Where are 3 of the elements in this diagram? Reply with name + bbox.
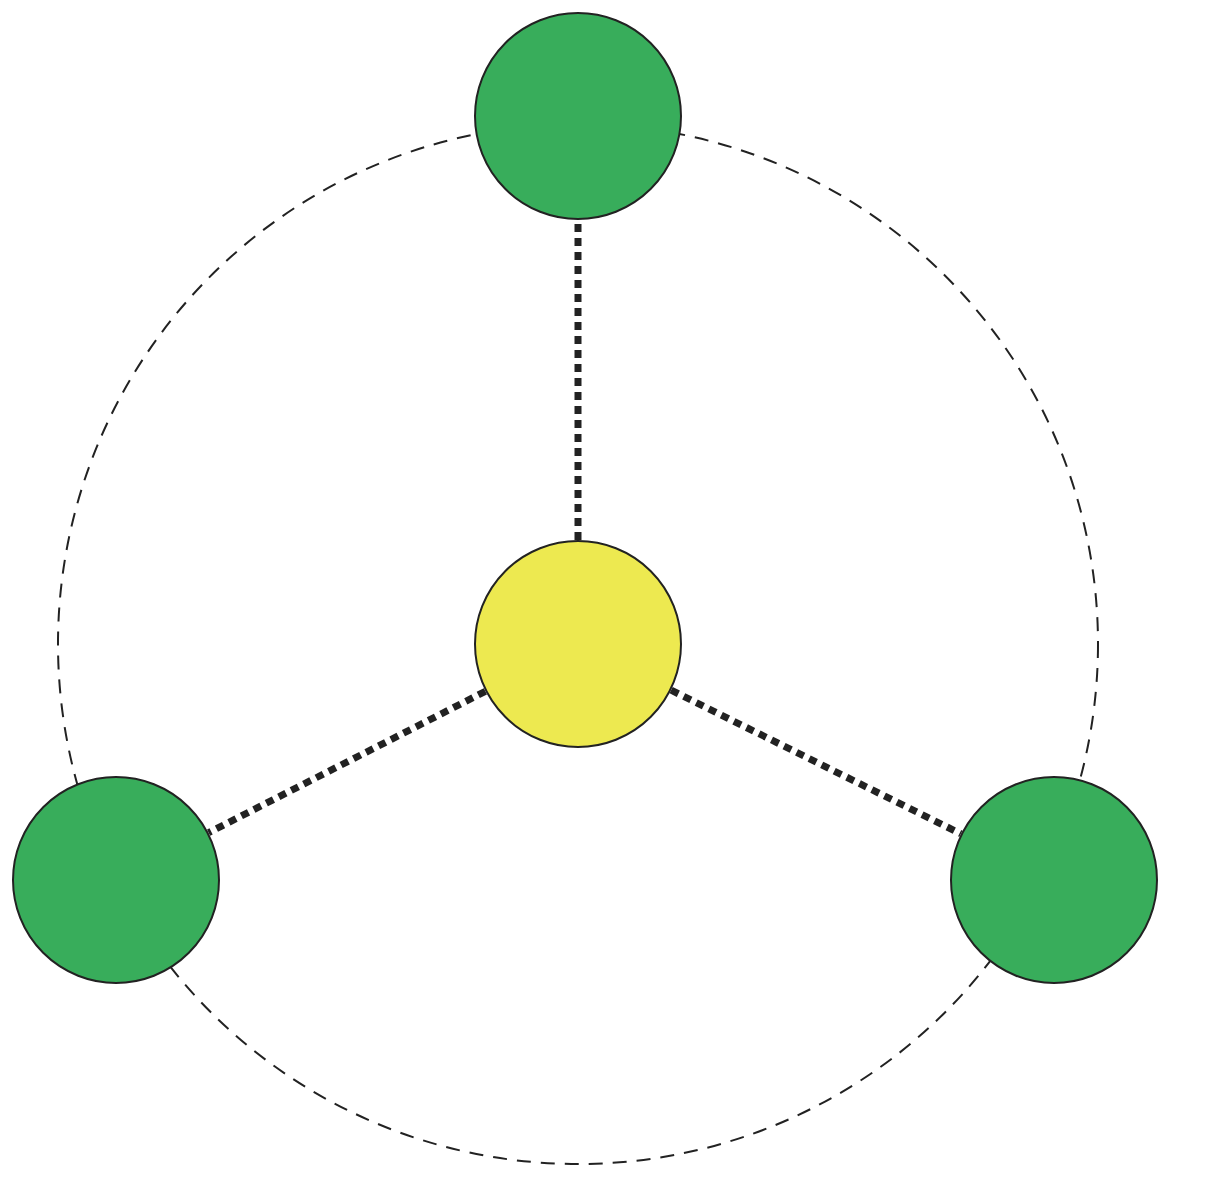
connector-line bbox=[669, 687, 963, 837]
connector-line bbox=[574, 220, 582, 540]
connector-line bbox=[207, 688, 487, 836]
